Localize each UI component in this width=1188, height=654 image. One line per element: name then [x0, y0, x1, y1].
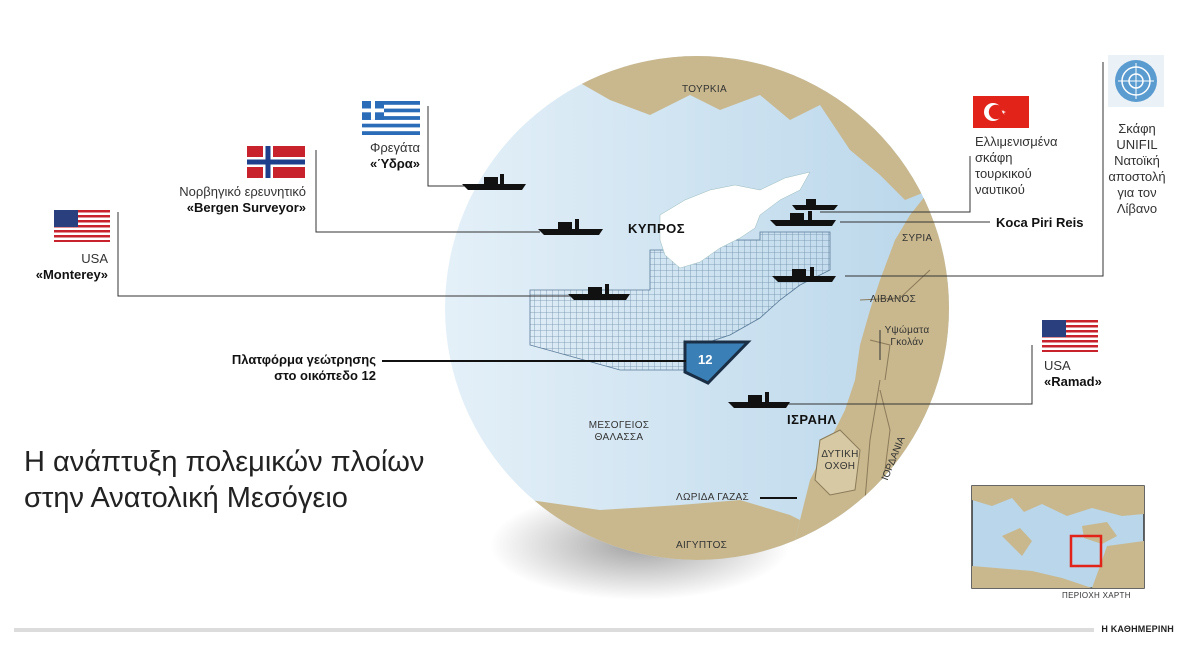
label-lebanon: ΛΙΒΑΝΟΣ — [870, 294, 917, 305]
block-12-number: 12 — [698, 352, 712, 367]
label-turkey: ΤΟΥΡΚΙΑ — [682, 84, 727, 95]
warship-icon — [772, 267, 836, 282]
label-gaza: ΛΩΡΙΔΑ ΓΑΖΑΣ — [676, 492, 749, 503]
warship-icon — [538, 219, 603, 235]
ship-label-usa-monterey: USA «Monterey» — [35, 251, 108, 282]
label-israel: ΙΣΡΑΗΛ — [787, 412, 837, 427]
ship-label-norway: Νορβηγικό ερευνητικό «Bergen Surveyor» — [179, 184, 306, 215]
flag-usa-icon — [1042, 320, 1098, 352]
label-cyprus: ΚΥΠΡΟΣ — [628, 221, 686, 236]
ship-label-unifil: Σκάφη UNIFIL Νατοϊκή αποστολή για τον Λί… — [1108, 121, 1166, 216]
label-west-bank: ΔΥΤΙΚΗ ΟΧΘΗ — [821, 449, 859, 472]
flag-norway-icon — [247, 146, 305, 178]
land-cyprus — [659, 171, 811, 269]
flag-usa-icon — [54, 210, 110, 242]
flag-turkey-icon — [973, 96, 1029, 128]
flag-greece-icon — [362, 101, 420, 135]
ship-label-turkey: Ελλιμενισμένα σκάφη τουρκικού ναυτικού — [975, 134, 1058, 197]
ship-label-usa-ramad: USA «Ramad» — [1044, 358, 1102, 389]
ship-label-koca-piri-reis: Koca Piri Reis — [996, 215, 1084, 230]
warship-icon — [568, 284, 630, 300]
platform-label: Πλατφόρμα γεώτρησης στο οικόπεδο 12 — [231, 352, 376, 383]
inset-highlight — [1069, 534, 1103, 568]
warship-icon — [728, 392, 790, 408]
publisher-credit: Η ΚΑΘΗΜΕΡΙΝΗ — [1101, 624, 1174, 634]
warship-icon — [792, 199, 838, 210]
label-golan: Υψώματα Γκολάν — [884, 325, 930, 348]
warship-icon — [770, 211, 836, 226]
bottom-rule — [14, 628, 1094, 632]
label-egypt: ΑΙΓΥΠΤΟΣ — [676, 540, 728, 551]
label-syria: ΣΥΡΙΑ — [902, 233, 933, 244]
inset-map — [971, 485, 1145, 589]
label-med-sea: ΜΕΣΟΓΕΙΟΣ ΘΑΛΑΣΣΑ — [588, 420, 650, 443]
un-emblem-icon — [1108, 55, 1164, 107]
warship-icon — [462, 174, 526, 190]
inset-caption: ΠΕΡΙΟΧΗ ΧΑΡΤΗ — [1062, 591, 1131, 600]
ship-label-greece: Φρεγάτα «Ύδρα» — [369, 140, 421, 171]
page-title: Η ανάπτυξη πολεμικών πλοίων στην Ανατολι… — [24, 446, 425, 514]
